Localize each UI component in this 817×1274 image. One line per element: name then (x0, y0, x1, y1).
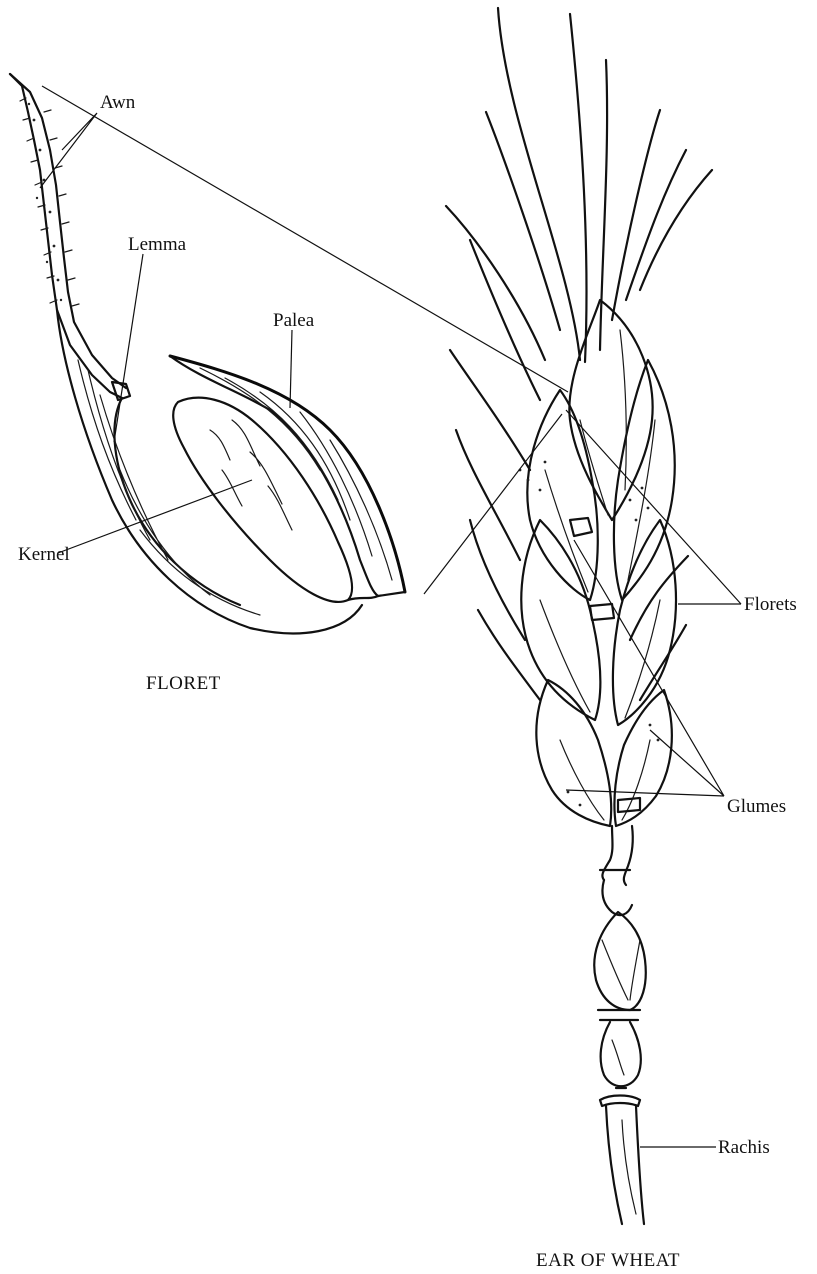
awn-leader (40, 113, 97, 188)
kernel-drawing (173, 398, 378, 602)
ear-illustration (446, 8, 712, 1224)
label-lemma: Lemma (128, 234, 187, 255)
magnify-line-upper (42, 86, 568, 392)
label-rachis: Rachis (718, 1137, 770, 1158)
ear-rachis (594, 826, 646, 1224)
caption-floret: FLORET (146, 673, 221, 694)
label-glumes: Glumes (727, 796, 786, 817)
label-florets: Florets (744, 594, 797, 615)
label-kernel: Kernel (18, 544, 70, 565)
lemma-drawing (57, 310, 362, 633)
palea-drawing (170, 356, 405, 596)
magnify-line-lower (424, 414, 562, 594)
caption-ear-of-wheat: EAR OF WHEAT (536, 1250, 680, 1271)
palea-leader (290, 330, 292, 408)
awn-drawing (10, 74, 126, 398)
labels: Awn Lemma Palea Kernel Florets Glumes Ra… (18, 92, 797, 1271)
label-awn: Awn (100, 92, 136, 113)
ear-spikelets (519, 300, 676, 826)
florets-leader (566, 410, 741, 604)
glumes-leader (566, 540, 724, 796)
label-palea: Palea (273, 310, 315, 331)
ear-awns (446, 8, 712, 700)
lemma-leader (114, 254, 143, 442)
